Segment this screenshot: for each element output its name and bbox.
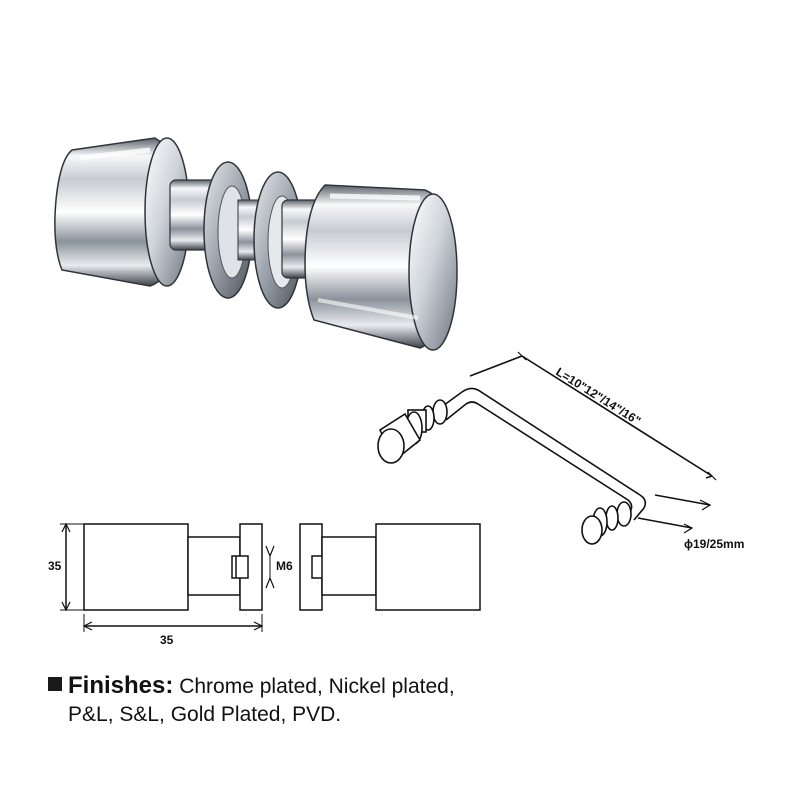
towel-bar-drawing <box>377 351 717 545</box>
finishes-line-2: P&L, S&L, Gold Plated, PVD. <box>48 701 608 729</box>
bottom-knob <box>581 501 632 545</box>
finishes-line-1: Finishes: Chrome plated, Nickel plated, <box>48 672 608 701</box>
right-knob <box>304 184 458 351</box>
finishes-section: Finishes: Chrome plated, Nickel plated, … <box>48 672 608 729</box>
product-photo <box>54 137 458 351</box>
left-knob-outline <box>83 523 189 611</box>
finishes-text-1: Chrome plated, Nickel plated, <box>179 675 455 698</box>
bullet-icon <box>48 677 62 691</box>
right-knob-outline <box>375 523 481 611</box>
height-label: 35 <box>48 559 62 573</box>
finishes-label: Finishes: <box>68 672 174 699</box>
technical-drawing <box>60 522 481 632</box>
bar-tube <box>439 387 647 521</box>
length-label: L=10"12"/14"/16" <box>553 365 643 428</box>
width-label: 35 <box>160 633 174 647</box>
diameter-label: ϕ19/25mm <box>684 537 744 551</box>
diameter-dim-line <box>637 494 711 529</box>
length-dim-line <box>469 355 713 479</box>
top-knob <box>377 399 448 464</box>
thread-label: M6 <box>276 559 293 573</box>
left-knob <box>54 137 190 287</box>
finishes-text-2: P&L, S&L, Gold Plated, PVD. <box>68 703 342 726</box>
